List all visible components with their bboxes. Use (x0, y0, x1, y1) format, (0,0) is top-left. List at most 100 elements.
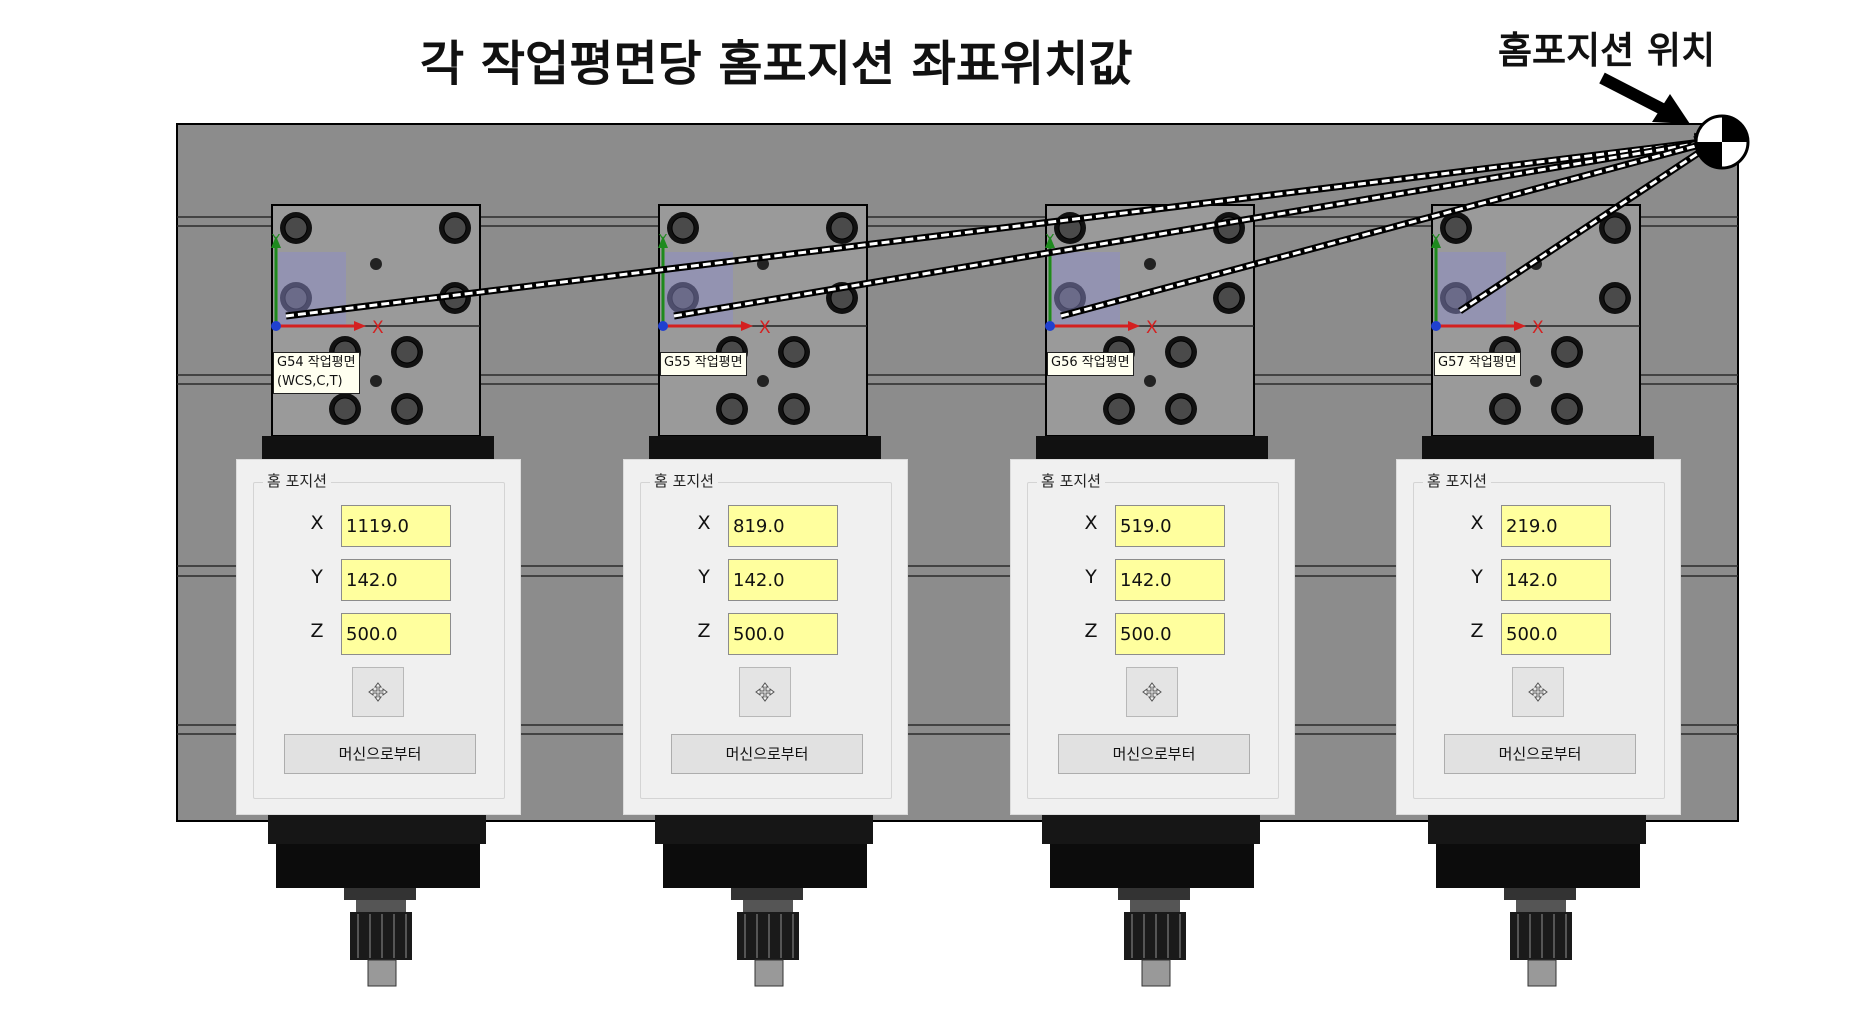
x-axis-arrowhead (354, 321, 366, 331)
x-label: X (310, 512, 324, 534)
spindle-tip (367, 959, 397, 987)
x-label: X (1470, 512, 1484, 534)
move-button[interactable] (1512, 667, 1564, 717)
y-field[interactable] (341, 559, 451, 601)
lower-mount (663, 844, 867, 888)
y-axis-arrowhead (658, 236, 668, 248)
spindle-collar (1516, 900, 1566, 912)
bolt-head (1555, 340, 1579, 364)
origin-point (1431, 321, 1441, 331)
bolt-head (1169, 340, 1193, 364)
x-field[interactable] (728, 505, 838, 547)
x-axis-label: X (1146, 318, 1158, 338)
bolt-head (443, 216, 467, 240)
y-axis-label: Y (1045, 233, 1054, 248)
lower-mount (1436, 844, 1640, 888)
pin-hole (370, 375, 382, 387)
home-position-panel-g54: 홈 포지션 X Y Z 머신으로부터 (237, 460, 520, 814)
spindle-collar (1118, 888, 1190, 900)
path-arrow (285, 138, 1719, 318)
move-arrows-icon (1528, 682, 1548, 702)
move-button[interactable] (352, 667, 404, 717)
pin-hole (370, 258, 382, 270)
z-field[interactable] (1501, 613, 1611, 655)
from-machine-button[interactable]: 머신으로부터 (1444, 734, 1636, 774)
work-plane-label-g54: G54 작업평면(WCS,C,T) (273, 352, 360, 394)
bolt-head (1444, 216, 1468, 240)
move-arrows-icon (368, 682, 388, 702)
y-field[interactable] (728, 559, 838, 601)
z-label: Z (310, 620, 324, 642)
y-field[interactable] (1501, 559, 1611, 601)
z-field[interactable] (341, 613, 451, 655)
x-axis-arrowhead (741, 321, 753, 331)
bolt-head (1555, 397, 1579, 421)
x-field[interactable] (1115, 505, 1225, 547)
z-field[interactable] (1115, 613, 1225, 655)
spindle-collar (1130, 900, 1180, 912)
home-marker-quadrant (1696, 142, 1722, 168)
bolt-head (395, 340, 419, 364)
fixture-base-band (1036, 436, 1268, 460)
pin-hole (1144, 375, 1156, 387)
x-label: X (697, 512, 711, 534)
fixture-base-band (1422, 436, 1654, 460)
x-axis-label: X (1532, 318, 1544, 338)
bolt-head (284, 216, 308, 240)
fixture-base-band (262, 436, 494, 460)
bolt-head (1493, 397, 1517, 421)
spindle-tip (754, 959, 784, 987)
path-arrow (673, 138, 1719, 318)
bolt-head (782, 397, 806, 421)
from-machine-button[interactable]: 머신으로부터 (284, 734, 476, 774)
page-title: 각 작업평면당 홈포지션 좌표위치값 (420, 36, 1133, 92)
work-plane-label-g57: G57 작업평면 (1434, 352, 1521, 376)
home-position-group (253, 482, 505, 799)
spindle-tip (1141, 959, 1171, 987)
path-arrow (1060, 138, 1719, 318)
group-title: 홈 포지션 (1037, 470, 1105, 491)
spindle-collar (356, 900, 406, 912)
spindle-tip (1527, 959, 1557, 987)
work-plane-label-g55: G55 작업평면 (660, 352, 747, 376)
y-axis-arrowhead (271, 236, 281, 248)
lower-mount-top (1428, 814, 1646, 844)
x-field[interactable] (341, 505, 451, 547)
lower-mount (1050, 844, 1254, 888)
fixture-base-band (649, 436, 881, 460)
bolt-head (782, 340, 806, 364)
x-axis-label: X (372, 318, 384, 338)
z-field[interactable] (728, 613, 838, 655)
home-position-group (640, 482, 892, 799)
lower-mount-top (655, 814, 873, 844)
y-label: Y (311, 566, 323, 588)
callout-arrowhead (1652, 94, 1690, 124)
from-machine-button[interactable]: 머신으로부터 (671, 734, 863, 774)
bolt-head (1603, 216, 1627, 240)
path-arrow (1459, 138, 1719, 313)
pin-hole (757, 375, 769, 387)
group-title: 홈 포지션 (1423, 470, 1491, 491)
home-position-panel-g57: 홈 포지션 X Y Z 머신으로부터 (1397, 460, 1680, 814)
origin-point (271, 321, 281, 331)
x-field[interactable] (1501, 505, 1611, 547)
spindle-collar (731, 888, 803, 900)
x-label: X (1084, 512, 1098, 534)
lower-mount (276, 844, 480, 888)
y-field[interactable] (1115, 559, 1225, 601)
y-axis-label: Y (658, 233, 667, 248)
spindle-collar (344, 888, 416, 900)
z-label: Z (1084, 620, 1098, 642)
move-arrows-icon (1142, 682, 1162, 702)
move-button[interactable] (739, 667, 791, 717)
y-axis-label: Y (1431, 233, 1440, 248)
move-button[interactable] (1126, 667, 1178, 717)
pin-hole (1530, 375, 1542, 387)
x-axis-label: X (759, 318, 771, 338)
spindle-collar (1504, 888, 1576, 900)
work-plane-name: G54 작업평면 (277, 355, 356, 370)
y-label: Y (1471, 566, 1483, 588)
y-axis-label: Y (271, 233, 280, 248)
from-machine-button[interactable]: 머신으로부터 (1058, 734, 1250, 774)
home-position-group (1027, 482, 1279, 799)
